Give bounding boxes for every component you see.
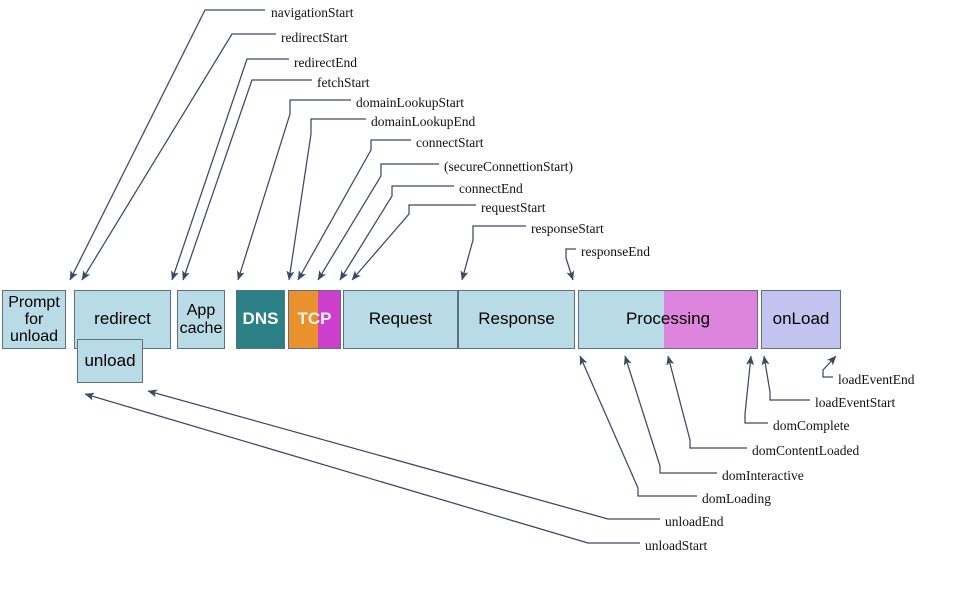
phase-box-tcp: TCP bbox=[288, 290, 341, 349]
marker-label-unloadStart: unloadStart bbox=[645, 538, 708, 553]
marker-label-domainLookupStart: domainLookupStart bbox=[356, 95, 464, 110]
connector-unloadEnd bbox=[147, 389, 660, 520]
marker-label-redirectStart: redirectStart bbox=[281, 30, 348, 45]
phase-box-dns: DNS bbox=[236, 290, 285, 349]
marker-label-loadEventEnd: loadEventEnd bbox=[838, 372, 915, 387]
marker-label-navigationStart: navigationStart bbox=[271, 5, 354, 20]
marker-label-domContentLoaded: domContentLoaded bbox=[752, 443, 860, 458]
phase-label-unload: unload bbox=[84, 350, 136, 370]
connector-responseStart bbox=[460, 225, 526, 281]
phase-label-response: Response bbox=[478, 309, 555, 329]
marker-label-domainLookupEnd: domainLookupEnd bbox=[371, 114, 476, 129]
phase-split-processing bbox=[663, 291, 757, 348]
phase-label-request: Request bbox=[368, 309, 433, 329]
marker-label-secureConnectionStart: (secureConnettionStart) bbox=[444, 159, 573, 174]
marker-label-loadEventStart: loadEventStart bbox=[815, 395, 896, 410]
connector-requestStart bbox=[351, 204, 476, 281]
marker-label-connectStart: connectStart bbox=[416, 135, 484, 150]
connector-redirectStart bbox=[81, 33, 276, 281]
connector-domLoading bbox=[579, 355, 697, 497]
phase-label-dns: DNS bbox=[242, 309, 279, 329]
phase-label-tcp: TCP bbox=[297, 309, 332, 329]
connector-connectStart bbox=[297, 139, 411, 281]
marker-label-domInteractive: domInteractive bbox=[722, 468, 804, 483]
phase-label-redirect: redirect bbox=[94, 309, 151, 329]
connector-domContentLoaded bbox=[666, 355, 747, 449]
connector-navigationStart bbox=[69, 9, 265, 281]
phase-box-unload: unload bbox=[77, 339, 143, 383]
marker-label-requestStart: requestStart bbox=[481, 200, 546, 215]
connector-responseEnd bbox=[565, 248, 576, 281]
marker-label-responseStart: responseStart bbox=[531, 221, 604, 236]
connector-domComplete bbox=[744, 355, 768, 424]
connector-domainLookupEnd bbox=[286, 118, 366, 281]
marker-label-unloadEnd: unloadEnd bbox=[665, 514, 724, 529]
top-connectors bbox=[69, 9, 576, 281]
connector-redirectEnd bbox=[171, 58, 289, 281]
connector-loadEventEnd bbox=[822, 355, 837, 378]
marker-label-connectEnd: connectEnd bbox=[459, 181, 523, 196]
phase-box-processing: Processing bbox=[578, 290, 758, 349]
connector-domainLookupStart bbox=[236, 99, 351, 281]
marker-label-redirectEnd: redirectEnd bbox=[294, 55, 357, 70]
connector-fetchStart bbox=[182, 79, 312, 281]
connector-loadEventStart bbox=[761, 355, 810, 401]
marker-label-domLoading: domLoading bbox=[702, 491, 771, 506]
connector-secureConnectionStart bbox=[317, 163, 439, 281]
marker-label-responseEnd: responseEnd bbox=[581, 244, 650, 259]
marker-label-domComplete: domComplete bbox=[773, 418, 850, 433]
phase-box-request: Request bbox=[343, 290, 458, 349]
connector-unloadStart bbox=[84, 392, 640, 544]
phase-split-tcp bbox=[318, 291, 340, 348]
phase-box-response: Response bbox=[458, 290, 575, 349]
phase-label-processing: Processing bbox=[625, 309, 711, 329]
connector-domInteractive bbox=[623, 355, 717, 474]
phase-label-onload: onLoad bbox=[772, 309, 830, 329]
connector-connectEnd bbox=[339, 185, 454, 281]
marker-label-fetchStart: fetchStart bbox=[317, 75, 370, 90]
phase-box-onload: onLoad bbox=[761, 290, 841, 349]
